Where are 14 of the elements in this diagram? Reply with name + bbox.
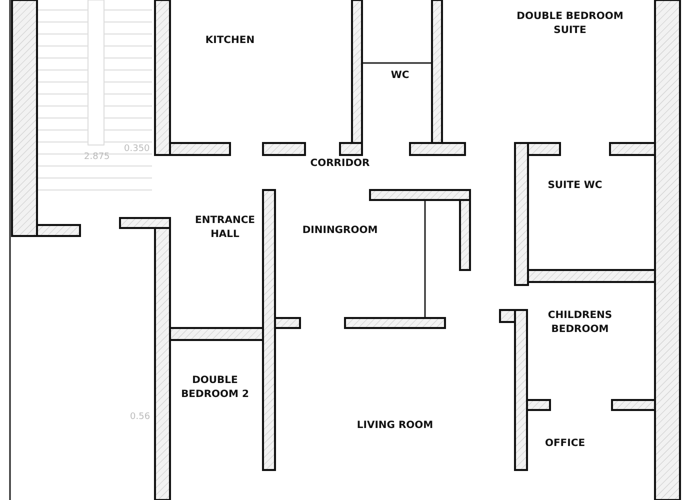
room-label: SUITE WC	[546, 179, 604, 193]
room-label: DOUBLE BEDROOM 2	[180, 374, 250, 402]
dimension-label: 2.875	[84, 152, 111, 162]
room-label: OFFICE	[544, 437, 586, 451]
room-label: LIVING ROOM	[356, 419, 434, 433]
room-label: DININGROOM	[301, 224, 379, 238]
room-label: ENTRANCE HALL	[194, 214, 256, 242]
room-label: CORRIDOR	[309, 157, 371, 171]
dimension-label: 0.56	[130, 412, 152, 422]
dimension-label: 0.350	[124, 144, 151, 154]
room-label: DOUBLE BEDROOM SUITE	[516, 10, 624, 38]
room-label: WC	[390, 69, 410, 83]
room-label: KITCHEN	[204, 34, 256, 48]
room-label: CHILDRENS BEDROOM	[546, 309, 614, 337]
